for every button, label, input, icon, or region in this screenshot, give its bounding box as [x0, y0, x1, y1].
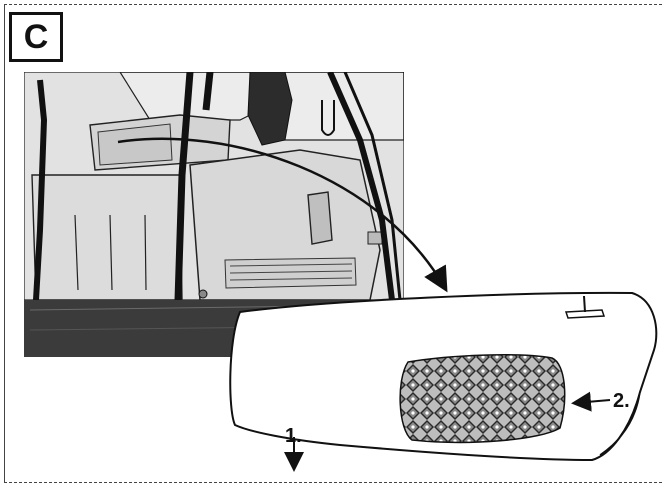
- curved-arrow-icon: [117, 137, 448, 293]
- velcro-patch: [399, 354, 566, 444]
- figure-frame: [4, 4, 662, 483]
- step-2-callout: 2.: [613, 390, 630, 412]
- cargo-side-panel: [229, 291, 658, 462]
- step-1-callout: 1.: [285, 425, 302, 447]
- panel-label: C: [9, 12, 63, 62]
- arrow-left-icon: [571, 391, 611, 412]
- panel-label-text: C: [23, 18, 49, 56]
